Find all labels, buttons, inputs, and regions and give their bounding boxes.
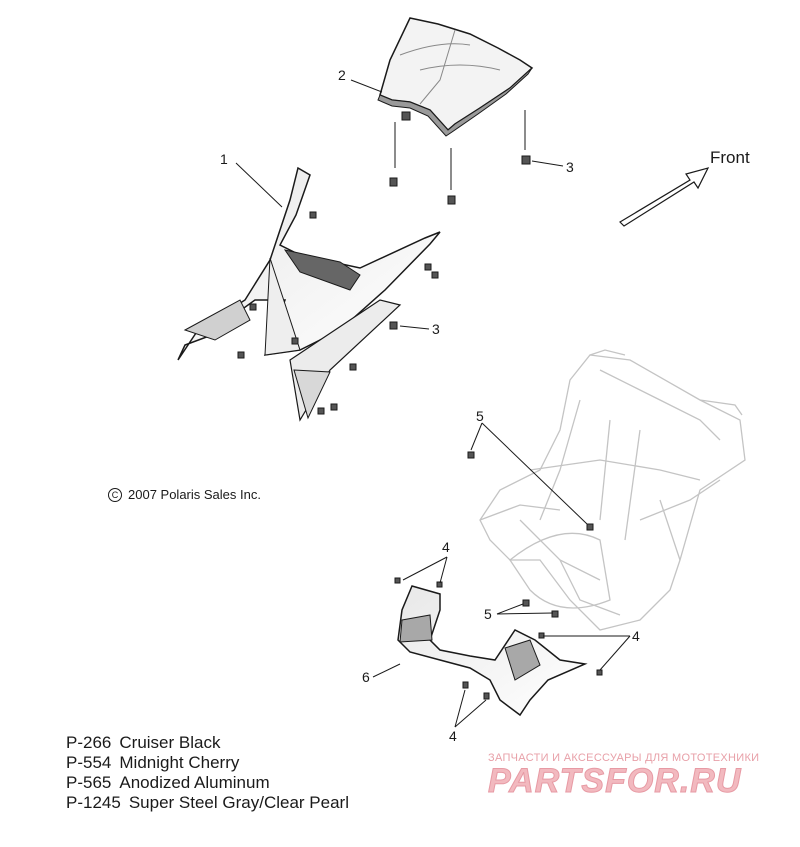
- lower-fasteners: [394, 451, 603, 700]
- callout-3-lower: 3: [432, 321, 440, 337]
- legend-code: P-1245: [66, 793, 121, 812]
- callout-numbers: 1 2 3 3 5 5 4 4 4 6: [220, 67, 640, 744]
- front-label: Front: [710, 148, 750, 167]
- hood-part: [177, 166, 441, 422]
- legend-code: P-266: [66, 733, 112, 752]
- legend-code: P-554: [66, 753, 112, 772]
- callout-5-upper: 5: [476, 408, 484, 424]
- legend-code: P-565: [66, 773, 112, 792]
- legend-name: Midnight Cherry: [119, 753, 240, 772]
- copyright-icon: C: [108, 488, 122, 502]
- callout-5-lower: 5: [484, 606, 492, 622]
- callout-4-lower: 4: [449, 728, 457, 744]
- watermark: ЗАПЧАСТИ И АКСЕССУАРЫ ДЛЯ МОТОТЕХНИКИ PA…: [488, 752, 798, 801]
- legend-name: Cruiser Black: [119, 733, 221, 752]
- front-arrow-icon: [619, 167, 710, 227]
- legend-item: P-1245 Super Steel Gray/Clear Pearl: [66, 793, 349, 813]
- watermark-logo: PARTSFOR.RU: [488, 762, 742, 801]
- copyright-notice: C 2007 Polaris Sales Inc.: [108, 487, 261, 502]
- lower-fairing-part: [397, 585, 588, 717]
- hood-clips: [237, 211, 439, 415]
- legend-name: Super Steel Gray/Clear Pearl: [128, 793, 349, 812]
- legend-item: P-554 Midnight Cherry: [66, 753, 349, 773]
- fastener-clips-upper: [389, 110, 531, 205]
- chassis-frame: [479, 349, 746, 631]
- leader-lines: [235, 79, 631, 728]
- callout-6: 6: [362, 669, 370, 685]
- callout-3-upper: 3: [566, 159, 574, 175]
- callout-4-upper: 4: [442, 539, 450, 555]
- watermark-caption: ЗАПЧАСТИ И АКСЕССУАРЫ ДЛЯ МОТОТЕХНИКИ: [488, 752, 760, 764]
- windshield-part: [377, 17, 534, 137]
- callout-4-right: 4: [632, 628, 640, 644]
- legend-item: P-565 Anodized Aluminum: [66, 773, 349, 793]
- copyright-text: 2007 Polaris Sales Inc.: [128, 487, 261, 502]
- callout-2: 2: [338, 67, 346, 83]
- legend-name: Anodized Aluminum: [119, 773, 270, 792]
- legend-item: P-266 Cruiser Black: [66, 733, 349, 753]
- callout-1: 1: [220, 151, 228, 167]
